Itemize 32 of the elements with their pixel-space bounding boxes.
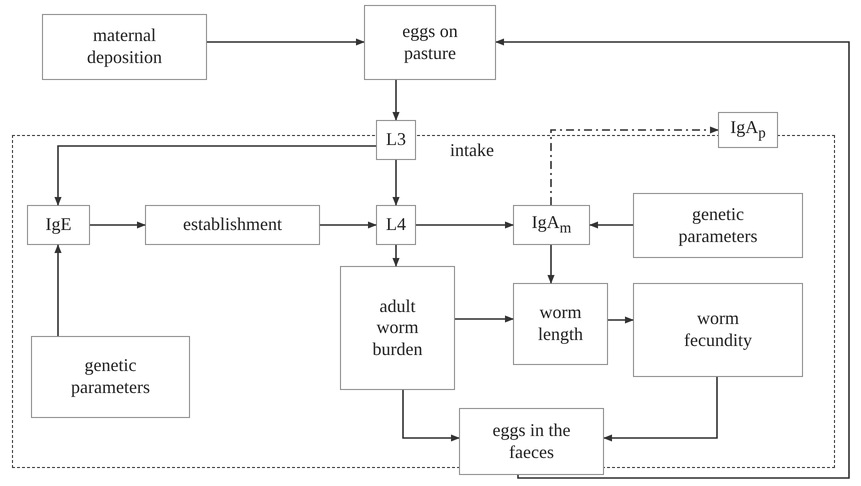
arrow	[550, 126, 719, 205]
process-box: genetic parameters	[31, 336, 190, 418]
process-box: maternal deposition	[42, 14, 207, 80]
arrow	[608, 316, 634, 324]
arrow	[90, 221, 146, 229]
arrow	[392, 245, 400, 267]
process-box: genetic parameters	[633, 193, 803, 258]
arrow	[455, 315, 514, 323]
arrow	[320, 221, 377, 229]
arrow	[547, 245, 555, 284]
arrow	[54, 244, 62, 336]
arrow	[416, 221, 514, 229]
process-box: establishment	[145, 205, 320, 245]
arrow	[207, 38, 365, 46]
arrow	[54, 145, 376, 206]
process-box: adult worm burden	[340, 266, 455, 390]
process-box: L4	[376, 205, 416, 245]
process-box: worm fecundity	[633, 283, 803, 377]
arrow	[392, 160, 400, 206]
arrow	[589, 221, 633, 229]
process-box: IgA$_{m}$	[513, 205, 590, 245]
arrow	[603, 377, 718, 442]
arrow	[495, 38, 850, 479]
process-box: IgE	[27, 205, 90, 245]
arrow	[392, 80, 400, 121]
arrow	[402, 390, 460, 442]
process-box: IgA$_{p}$	[718, 112, 778, 148]
process-box: worm length	[513, 283, 608, 365]
process-box: eggs on pasture	[364, 5, 496, 80]
beside-label: intake	[450, 140, 494, 161]
process-box: eggs in the faeces	[459, 408, 604, 475]
process-box: L3	[376, 120, 416, 160]
